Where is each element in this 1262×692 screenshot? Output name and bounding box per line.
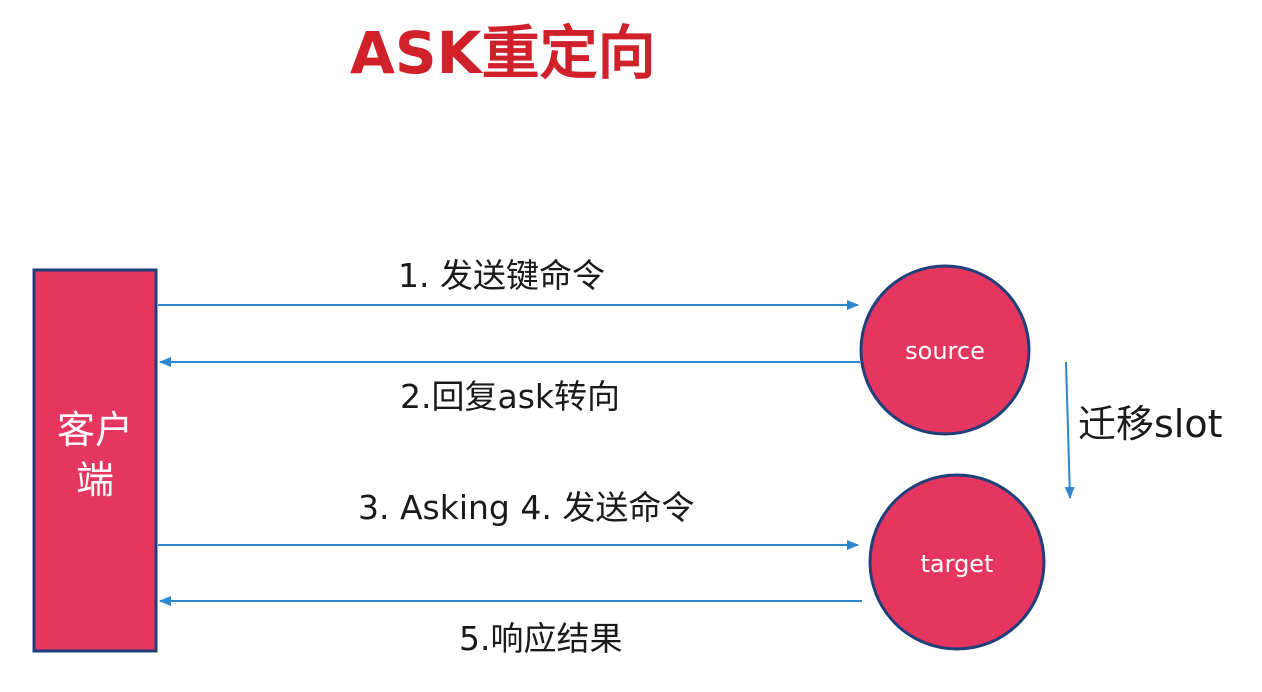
label-migrate-slot: 迁移slot [1078,402,1223,446]
client-label-line1: 客户 [57,408,133,452]
label-asking-send-command: 3. Asking 4. 发送命令 [358,488,694,527]
page-title: ASK重定向 [350,19,656,87]
arrow-migrate-slot [1064,361,1075,499]
target-node-label: target [921,550,994,578]
target-node [868,473,1046,651]
label-send-key-command: 1. 发送键命令 [398,256,605,295]
source-node [859,264,1031,436]
label-ask-redirect-reply: 2.回复ask转向 [400,377,620,416]
label-response-result: 5.响应结果 [459,619,623,658]
client-box [32,268,158,653]
source-node-label: source [905,337,985,365]
client-label-line2: 端 [76,458,114,502]
